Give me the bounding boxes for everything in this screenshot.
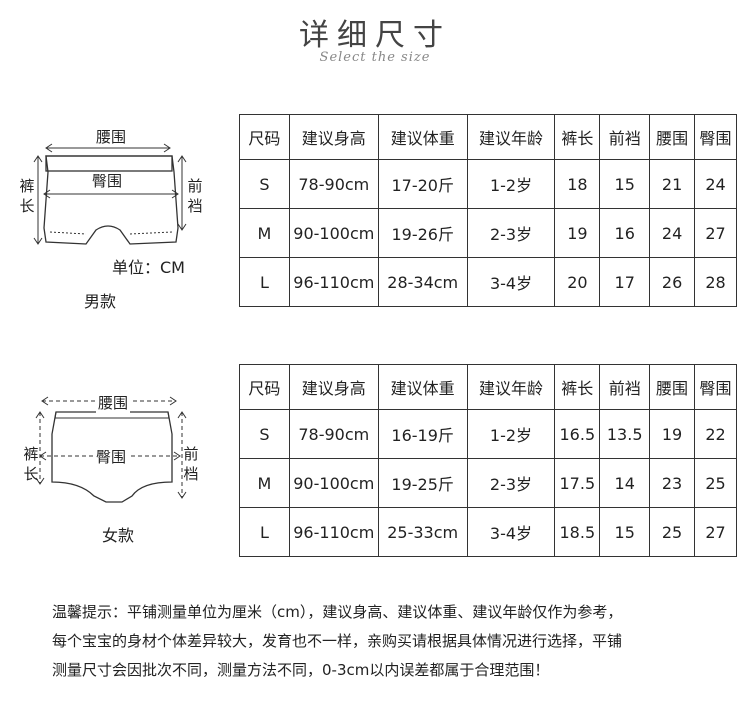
table-cell: 22 (694, 409, 737, 459)
header-cell: 裤长 (554, 364, 601, 410)
header-cell: 建议身高 (288, 114, 379, 160)
table-cell: 1-2岁 (466, 409, 556, 459)
table-cell: L (239, 257, 290, 307)
table-cell: 2-3岁 (466, 208, 556, 258)
table-cell: M (239, 458, 290, 508)
table-row: L 96-110cm 25-33cm 3-4岁 18.5 15 25 27 (239, 507, 737, 557)
table-cell: 96-110cm (288, 257, 379, 307)
table-cell: 96-110cm (288, 507, 379, 557)
table-cell: 3-4岁 (466, 507, 556, 557)
header-cell: 建议年龄 (466, 364, 556, 410)
length-label: 裤长 (23, 445, 39, 483)
header-cell: 尺码 (239, 114, 290, 160)
table-cell: 14 (599, 458, 651, 508)
table-cell: 15 (599, 507, 651, 557)
table-cell: 27 (694, 507, 737, 557)
table-cell: 27 (694, 208, 737, 258)
note-line: 温馨提示：平铺测量单位为厘米（cm），建议身高、建议体重、建议年龄仅作为参考， (52, 603, 623, 621)
table-row: S 78-90cm 16-19斤 1-2岁 16.5 13.5 19 22 (239, 409, 737, 459)
table-cell: 25-33cm (377, 507, 468, 557)
table-row: L 96-110cm 28-34cm 3-4岁 20 17 26 28 (239, 257, 737, 307)
table-cell: 17 (599, 257, 651, 307)
table-cell: 16.5 (554, 409, 601, 459)
header-cell: 尺码 (239, 364, 290, 410)
female-caption: 女款 (102, 526, 135, 545)
table-cell: M (239, 208, 290, 258)
table-cell: 17-20斤 (377, 159, 468, 209)
table-cell: 19 (649, 409, 695, 459)
male-caption: 男款 (84, 292, 117, 311)
rise-label: 前裆 (187, 177, 203, 215)
table-cell: 13.5 (599, 409, 651, 459)
table-cell: 3-4岁 (466, 257, 556, 307)
page-title: 详细尺寸 (299, 18, 451, 53)
table-cell: 90-100cm (288, 208, 379, 258)
table-cell: 1-2岁 (466, 159, 556, 209)
hip-label: 臀围 (92, 172, 123, 190)
table-row: S 78-90cm 17-20斤 1-2岁 18 15 21 24 (239, 159, 737, 209)
header-cell: 建议体重 (377, 114, 468, 160)
table-cell: 24 (694, 159, 737, 209)
hip-label: 臀围 (94, 446, 129, 467)
male-size-table: 尺码 建议身高 建议体重 建议年龄 裤长 前裆 腰围 臀围 S 78-90cm … (239, 114, 737, 307)
table-row: M 90-100cm 19-25斤 2-3岁 17.5 14 23 25 (239, 458, 737, 508)
table-cell: 23 (649, 458, 695, 508)
note-line: 测量尺寸会因批次不同，测量方法不同，0-3cm以内误差都属于合理范围！ (52, 661, 550, 679)
waist-label: 腰围 (96, 392, 131, 413)
note-line: 每个宝宝的身材个体差异较大，发育也不一样，亲购买请根据具体情况进行选择，平铺 (52, 632, 623, 650)
length-label: 裤长 (19, 177, 35, 215)
table-cell: 2-3岁 (466, 458, 556, 508)
unit-label: 单位：CM (112, 258, 185, 277)
measurement-note: 温馨提示：平铺测量单位为厘米（cm），建议身高、建议体重、建议年龄仅作为参考， … (52, 598, 742, 685)
table-cell: L (239, 507, 290, 557)
table-cell: 24 (649, 208, 696, 258)
waist-label: 腰围 (96, 128, 127, 146)
boxer-briefs-illustration (33, 143, 187, 245)
page-subtitle: Select the size (319, 50, 431, 65)
table-cell: 26 (649, 257, 696, 307)
table-cell: 19 (554, 208, 601, 258)
table-cell: 18.5 (554, 507, 601, 557)
table-cell: 16-19斤 (377, 409, 468, 459)
table-cell: 18 (554, 159, 601, 209)
header-cell: 前裆 (599, 114, 651, 160)
header-cell: 腰围 (649, 364, 695, 410)
table-cell: 90-100cm (288, 458, 379, 508)
table-cell: 17.5 (554, 458, 601, 508)
table-cell: 19-25斤 (377, 458, 468, 508)
table-cell: 21 (649, 159, 696, 209)
rise-label: 前档 (183, 445, 199, 483)
table-cell: 25 (649, 507, 695, 557)
table-cell: 25 (694, 458, 737, 508)
header-cell: 裤长 (554, 114, 601, 160)
table-header-row: 尺码 建议身高 建议体重 建议年龄 裤长 前裆 腰围 臀围 (239, 114, 737, 160)
table-cell: S (239, 409, 290, 459)
table-cell: 78-90cm (288, 159, 379, 209)
table-header-row: 尺码 建议身高 建议体重 建议年龄 裤长 前裆 腰围 臀围 (239, 364, 737, 410)
header-cell: 建议体重 (377, 364, 468, 410)
header-cell: 臀围 (694, 364, 737, 410)
female-underwear-diagram: 腰围 臀围 裤长 前档 (0, 384, 230, 524)
header-cell: 臀围 (694, 114, 737, 160)
table-cell: S (239, 159, 290, 209)
header-cell: 建议身高 (288, 364, 379, 410)
table-cell: 20 (554, 257, 601, 307)
male-underwear-diagram: 腰围 臀围 裤长 前裆 单位：CM (0, 120, 230, 310)
header-cell: 前裆 (599, 364, 651, 410)
table-cell: 19-26斤 (377, 208, 468, 258)
table-cell: 15 (599, 159, 651, 209)
table-cell: 28 (694, 257, 737, 307)
table-cell: 28-34cm (377, 257, 468, 307)
table-cell: 16 (599, 208, 651, 258)
table-row: M 90-100cm 19-26斤 2-3岁 19 16 24 27 (239, 208, 737, 258)
female-size-table: 尺码 建议身高 建议体重 建议年龄 裤长 前裆 腰围 臀围 S 78-90cm … (239, 364, 737, 557)
table-cell: 78-90cm (288, 409, 379, 459)
header-cell: 建议年龄 (466, 114, 556, 160)
header-cell: 腰围 (649, 114, 696, 160)
